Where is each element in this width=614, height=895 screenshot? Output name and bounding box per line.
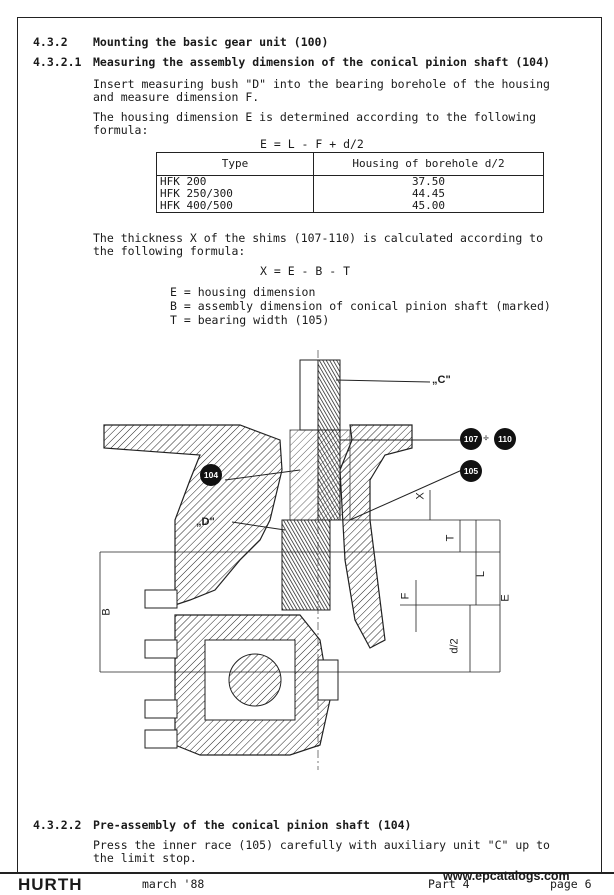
paragraph-line: The housing dimension E is determined ac… — [93, 110, 537, 124]
dim-label-b: B — [100, 608, 113, 616]
table-row: HFK 200 37.50 — [156, 175, 544, 188]
legend-item: T = bearing width (105) — [170, 313, 330, 327]
dim-label-t: T — [444, 534, 457, 542]
section-title: Mounting the basic gear unit (100) — [93, 35, 329, 49]
table-cell-value: 44.45 — [313, 188, 544, 200]
dim-label-e: E — [499, 594, 512, 602]
hurth-logo: HURTH — [18, 875, 83, 894]
subsection-number: 4.3.2.2 — [33, 818, 82, 832]
footer-date: march '88 — [142, 877, 205, 891]
callout-105: 105 — [460, 460, 482, 482]
dim-label-d2: d/2 — [448, 638, 461, 654]
section-number: 4.3.2 — [33, 35, 68, 49]
label-aux-unit-c: „C" — [432, 374, 451, 386]
subsection-number: 4.3.2.1 — [33, 55, 82, 69]
subsection-title: Measuring the assembly dimension of the … — [93, 55, 550, 69]
paragraph-line: The thickness X of the shims (107-110) i… — [93, 231, 544, 245]
footer-watermark: www.epcatalogs.com — [443, 869, 570, 883]
formula-e: E = L - F + d/2 — [260, 137, 364, 151]
footer-rule — [0, 872, 614, 874]
table-cell-value: 45.00 — [313, 200, 544, 213]
paragraph-line: and measure dimension F. — [93, 90, 260, 104]
dim-label-x: X — [414, 492, 427, 500]
page-frame — [17, 17, 602, 874]
paragraph-line: the limit stop. — [93, 851, 197, 865]
dim-label-f: F — [399, 592, 412, 600]
paragraph-line: the following formula: — [93, 244, 246, 258]
legend-item: B = assembly dimension of conical pinion… — [170, 299, 551, 313]
footer-page: page 6 — [550, 877, 592, 891]
footer-part: Part 4 — [428, 877, 470, 891]
legend-item: E = housing dimension — [170, 285, 316, 299]
table-header-value: Housing of borehole d/2 — [313, 152, 544, 176]
paragraph-line: Insert measuring bush "D" into the beari… — [93, 77, 550, 91]
subsection-title: Pre-assembly of the conical pinion shaft… — [93, 818, 412, 832]
callout-104: 104 — [200, 464, 222, 486]
dim-label-l: L — [475, 570, 488, 578]
callout-107: 107 — [460, 428, 482, 450]
formula-x: X = E - B - T — [260, 264, 351, 278]
paragraph-line: Press the inner race (105) carefully wit… — [93, 838, 550, 852]
table-header-type: Type — [156, 152, 314, 176]
table-row: HFK 250/300 44.45 — [156, 188, 544, 200]
callout-separator: ÷ — [483, 433, 490, 444]
table-cell-value: 37.50 — [313, 175, 544, 188]
table-row: HFK 400/500 45.00 — [156, 200, 544, 213]
housing-dimension-table: Type Housing of borehole d/2 HFK 200 37.… — [156, 152, 544, 213]
label-measuring-bush-d: „D" — [196, 516, 215, 528]
callout-110: 110 — [494, 428, 516, 450]
paragraph-line: formula: — [93, 123, 149, 137]
